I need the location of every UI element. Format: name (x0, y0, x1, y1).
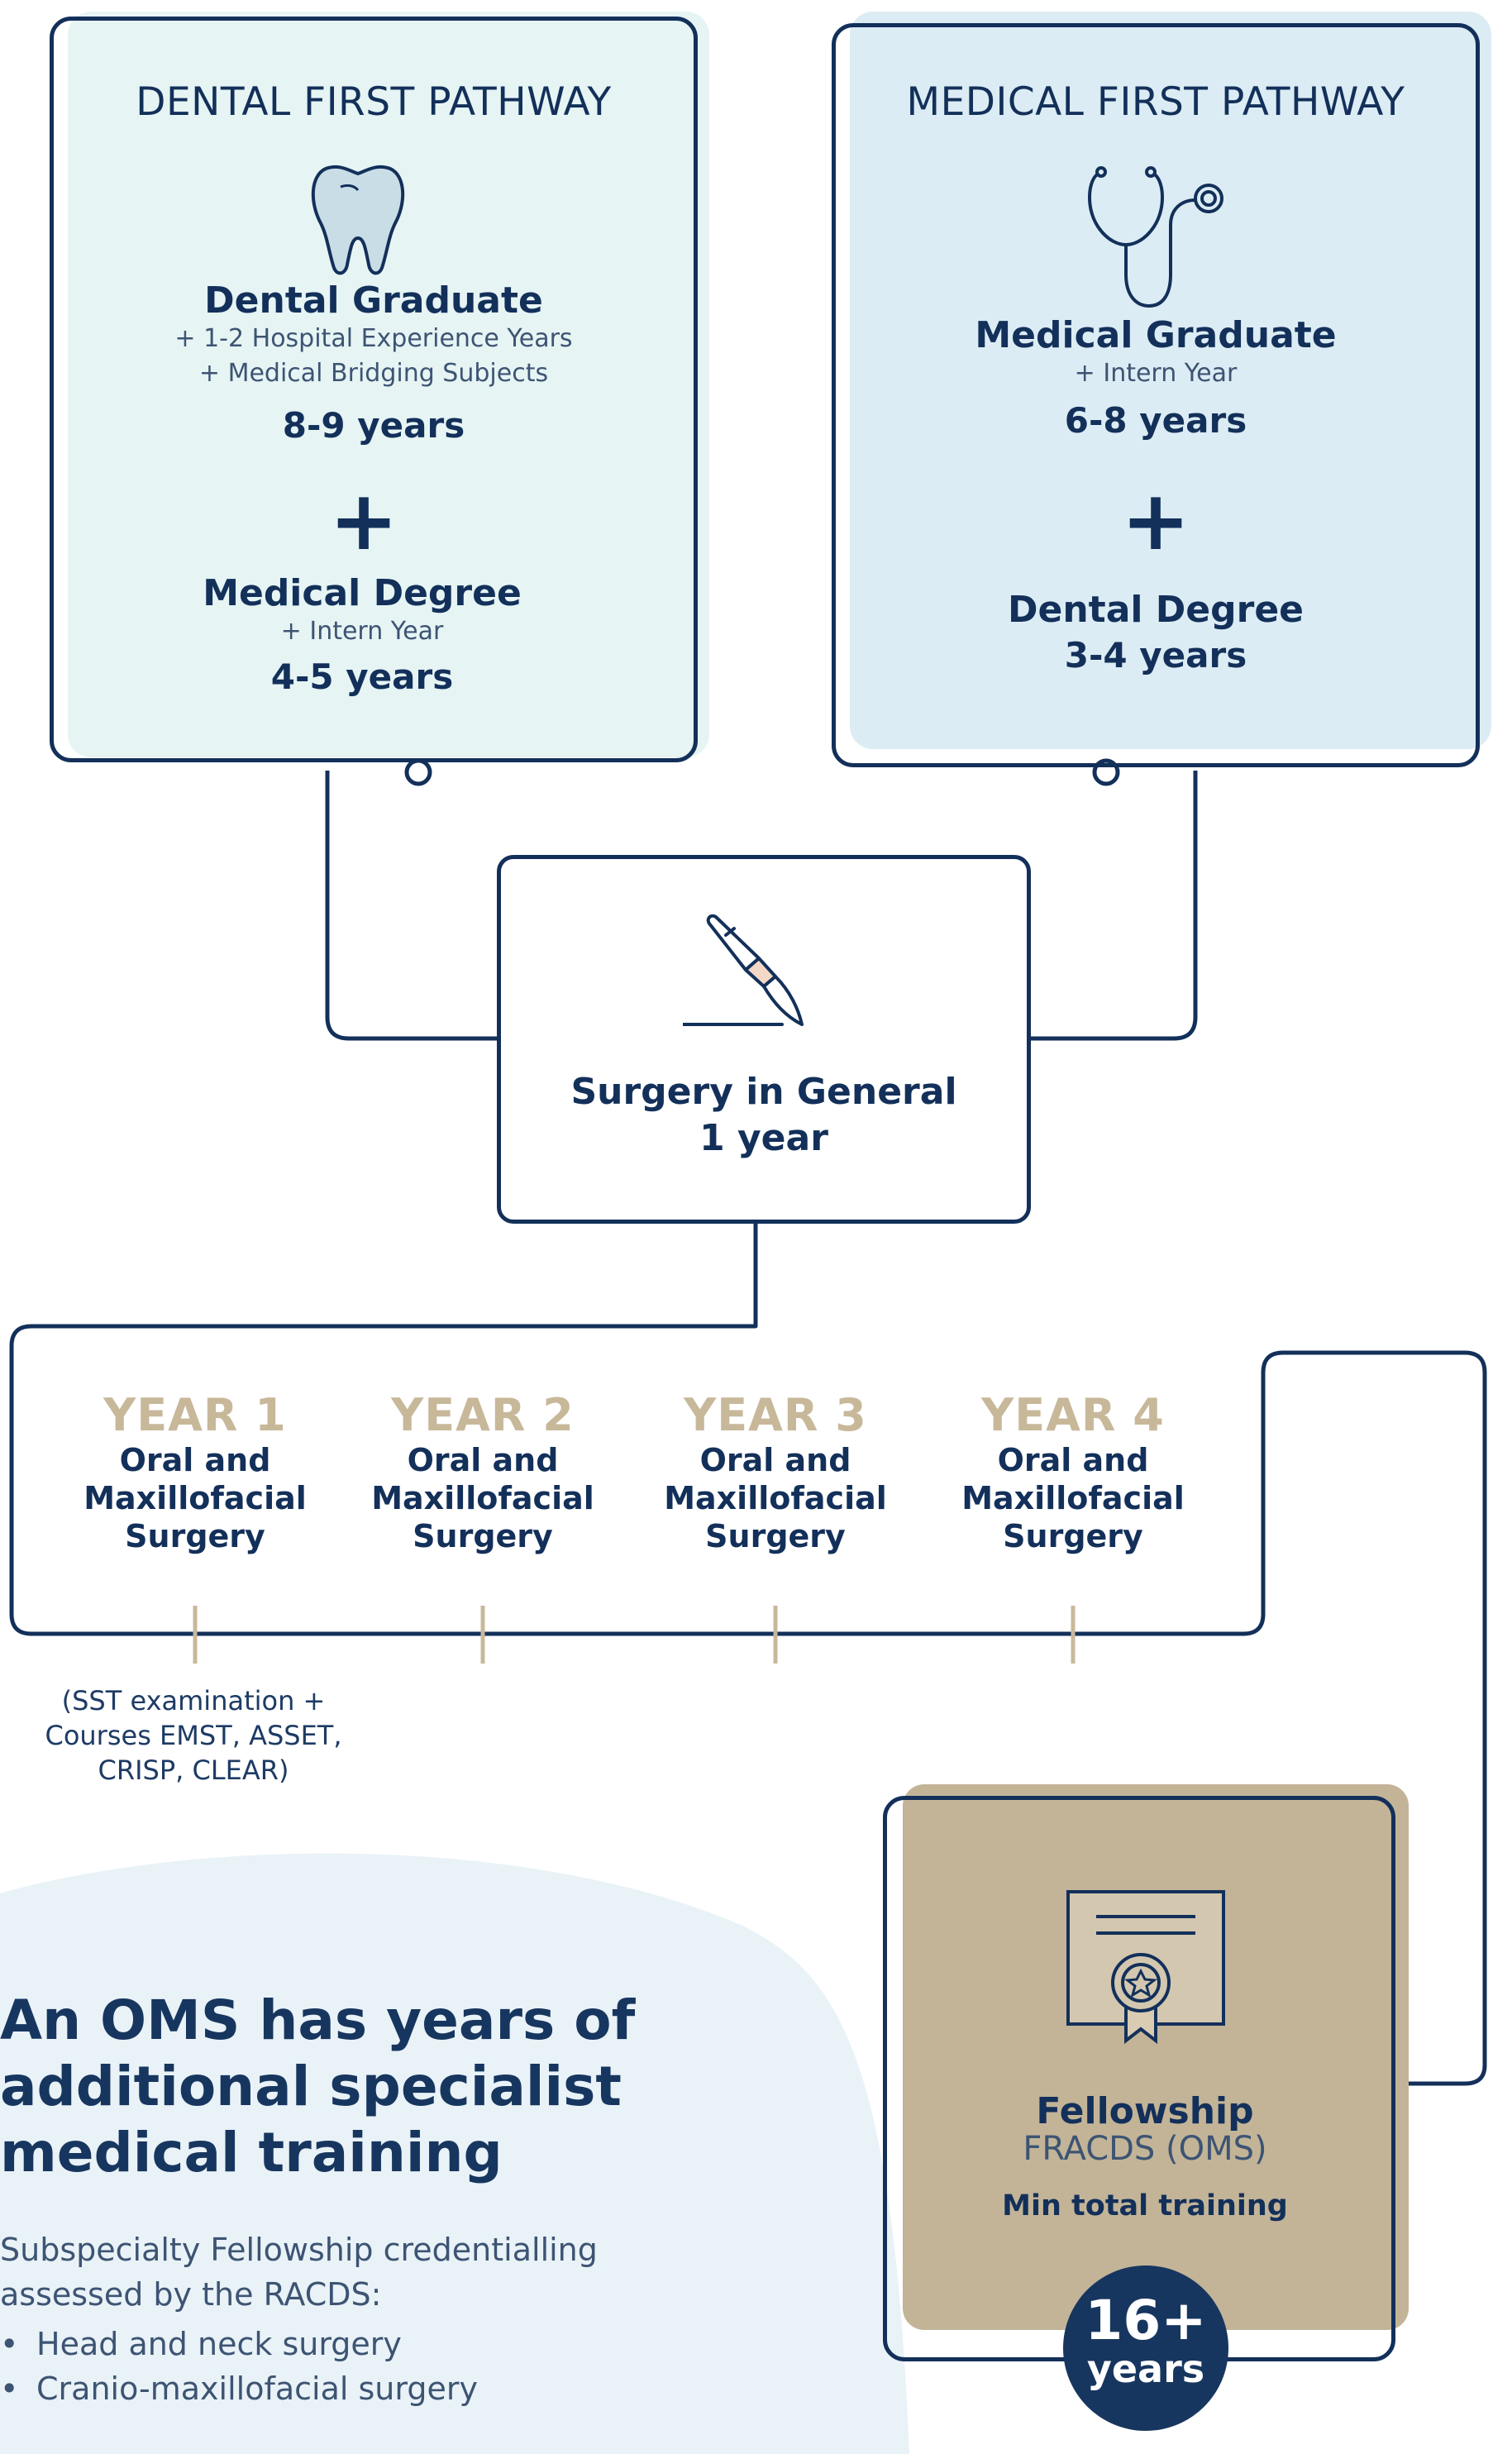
medical-pathway-card: MEDICAL FIRST PATHWAY Medical Graduate +… (832, 12, 1491, 767)
medical-dental-degree-label: Dental Degree (1007, 589, 1305, 631)
dental-medical-degree-label: Medical Degree (203, 572, 522, 614)
dental-plus: + (329, 472, 398, 569)
badge-number: 16+ (1085, 2289, 1207, 2352)
year-2-column: YEAR 2 Oral and Maxillofacial Surgery (359, 1389, 607, 1555)
info-para-line1: Subspecialty Fellowship credentialling (0, 2232, 598, 2268)
year-4-line1: Oral and (997, 1442, 1149, 1478)
total-years-badge: 16+ years (1063, 2265, 1228, 2431)
year-3-line3: Surgery (705, 1518, 846, 1554)
info-bullet-2: •Cranio-maxillofacial surgery (0, 2370, 478, 2407)
year-4-heading: YEAR 4 (981, 1389, 1165, 1441)
year-1-note-line3: CRISP, CLEAR) (98, 1755, 289, 1786)
medical-years-1: 6-8 years (1064, 400, 1247, 441)
dental-intern-year: + Intern Year (280, 617, 444, 646)
dental-graduate-label: Dental Graduate (204, 279, 543, 322)
fellowship-subtitle: FRACDS (OMS) (1023, 2130, 1267, 2168)
dental-years-2: 4-5 years (270, 656, 454, 697)
dental-extra-bridging: + Medical Bridging Subjects (198, 359, 549, 388)
info-headline-line2: additional specialist (0, 2055, 622, 2118)
dental-extra-hospital: + 1-2 Hospital Experience Years (174, 324, 573, 353)
year-1-line1: Oral and (119, 1442, 271, 1478)
info-bullet-1: •Head and neck surgery (0, 2326, 402, 2362)
year-1-line3: Surgery (125, 1518, 265, 1554)
year-1-heading: YEAR 1 (103, 1389, 287, 1441)
surgery-general-years: 1 year (699, 1117, 828, 1159)
year-1-note-line1: (SST examination + (61, 1685, 326, 1716)
info-para-line2: assessed by the RACDS: (0, 2276, 382, 2313)
year-4-line2: Maxillofacial (961, 1480, 1185, 1516)
scalpel-icon (683, 914, 804, 1026)
fellowship-min-training: Min total training (1002, 2189, 1288, 2222)
stethoscope-icon (1088, 166, 1223, 308)
surgery-general-card: Surgery in General 1 year (497, 855, 1031, 1224)
year-1-note-line2: Courses EMST, ASSET, (45, 1720, 342, 1751)
fellowship-card: Fellowship FRACDS (OMS) Min total traini… (883, 1784, 1412, 2363)
medical-plus: + (1121, 472, 1190, 569)
year-4-line3: Surgery (1003, 1518, 1143, 1554)
year-3-line1: Oral and (699, 1442, 851, 1478)
tooth-icon (311, 165, 405, 275)
year-1-column: YEAR 1 Oral and Maxillofacial Surgery (71, 1389, 319, 1555)
year-2-line3: Surgery (413, 1518, 553, 1554)
dental-pathway-card: DENTAL FIRST PATHWAY Dental Graduate + 1… (50, 12, 709, 762)
year-1-note: (SST examination + Courses EMST, ASSET, … (28, 1683, 359, 1788)
dental-pathway-title: DENTAL FIRST PATHWAY (136, 79, 612, 125)
info-section: An OMS has years of additional specialis… (0, 1988, 678, 2411)
year-3-heading: YEAR 3 (684, 1389, 867, 1441)
year-3-column: YEAR 3 Oral and Maxillofacial Surgery (651, 1389, 899, 1555)
year-1-line2: Maxillofacial (83, 1480, 307, 1516)
year-2-line2: Maxillofacial (371, 1480, 594, 1516)
medical-graduate-label: Medical Graduate (975, 314, 1337, 356)
year-3-line2: Maxillofacial (664, 1480, 887, 1516)
info-headline-line1: An OMS has years of (0, 1989, 636, 2052)
year-2-line1: Oral and (407, 1442, 559, 1478)
fellowship-title: Fellowship (1036, 2090, 1254, 2132)
year-4-column: YEAR 4 Oral and Maxillofacial Surgery (949, 1389, 1197, 1555)
medical-pathway-title: MEDICAL FIRST PATHWAY (906, 79, 1405, 125)
dental-years-1: 8-9 years (282, 405, 465, 446)
info-bullet-1-text: Head and neck surgery (36, 2326, 402, 2362)
medical-intern-year: + Intern Year (1074, 359, 1238, 388)
surgery-general-title: Surgery in General (570, 1071, 957, 1113)
year-2-heading: YEAR 2 (391, 1389, 575, 1441)
info-headline-line3: medical training (0, 2121, 503, 2184)
info-bullet-2-text: Cranio-maxillofacial surgery (36, 2370, 478, 2407)
badge-unit: years (1086, 2347, 1205, 2391)
certificate-icon (1066, 1890, 1225, 2045)
medical-years-2: 3-4 years (1064, 635, 1247, 676)
